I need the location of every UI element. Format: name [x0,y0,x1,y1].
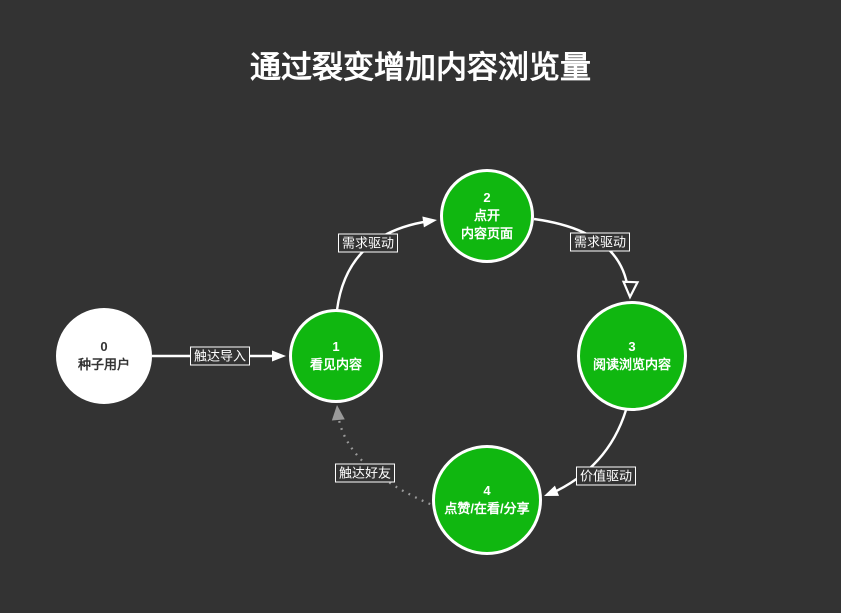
arrowhead-into-see-from-share [331,405,345,421]
node-label-line2: 内容页面 [460,225,513,241]
edge-label-demand-driven-2: 需求驱动 [569,232,631,252]
node-number: 3 [628,339,636,355]
arrowhead-into-share [544,485,560,496]
node-number: 4 [483,483,491,499]
node-label: 看见内容 [309,357,362,372]
node-label: 阅读浏览内容 [592,357,671,372]
edge-label-reach-friends: 触达好友 [334,463,396,483]
arrowhead-into-read [621,280,640,300]
node-open-content-page: 2 点开 内容页面 [440,169,534,263]
edge-label-value-driven: 价值驱动 [575,466,637,486]
node-see-content: 1 看见内容 [289,309,383,403]
edge-open-to-read [533,217,630,291]
node-number: 2 [483,190,491,206]
arrowhead-into-open [422,216,437,228]
edge-read-to-share [549,409,628,496]
node-seed-users: 0 种子用户 [56,308,152,404]
node-number: 0 [100,339,108,355]
node-number: 1 [332,339,340,355]
edge-label-reach-import: 触达导入 [189,346,251,366]
diagram-title: 通过裂变增加内容浏览量 [250,50,591,85]
node-like-watch-share: 4 点赞/在看/分享 [432,445,542,555]
node-label: 点开 [473,208,500,224]
node-read-browse-content: 3 阅读浏览内容 [577,301,687,411]
arrowhead-into-see-from-seed [272,350,286,362]
node-label: 点赞/在看/分享 [444,501,530,516]
edge-label-demand-driven-1: 需求驱动 [337,233,399,253]
edge-share-to-see-dotted [336,413,438,509]
node-label: 种子用户 [77,357,130,372]
